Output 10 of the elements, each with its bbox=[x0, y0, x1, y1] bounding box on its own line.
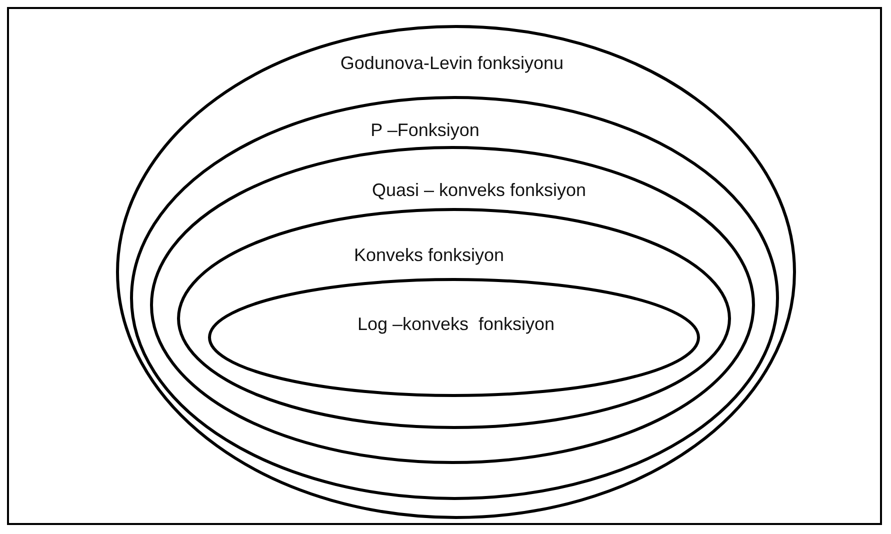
set-label: Quasi – konveks fonksiyon bbox=[372, 179, 586, 201]
set-label: Log –konveks fonksiyon bbox=[357, 313, 555, 335]
set-label: Godunova-Levin fonksiyonu bbox=[340, 52, 564, 74]
ellipse-region bbox=[130, 96, 779, 500]
ellipse-region bbox=[208, 278, 700, 397]
ellipse-region bbox=[116, 25, 796, 519]
ellipse-region bbox=[177, 208, 731, 429]
set-label: Konveks fonksiyon bbox=[354, 244, 504, 266]
set-label: P –Fonksiyon bbox=[370, 119, 480, 141]
ellipse-region bbox=[150, 146, 755, 464]
